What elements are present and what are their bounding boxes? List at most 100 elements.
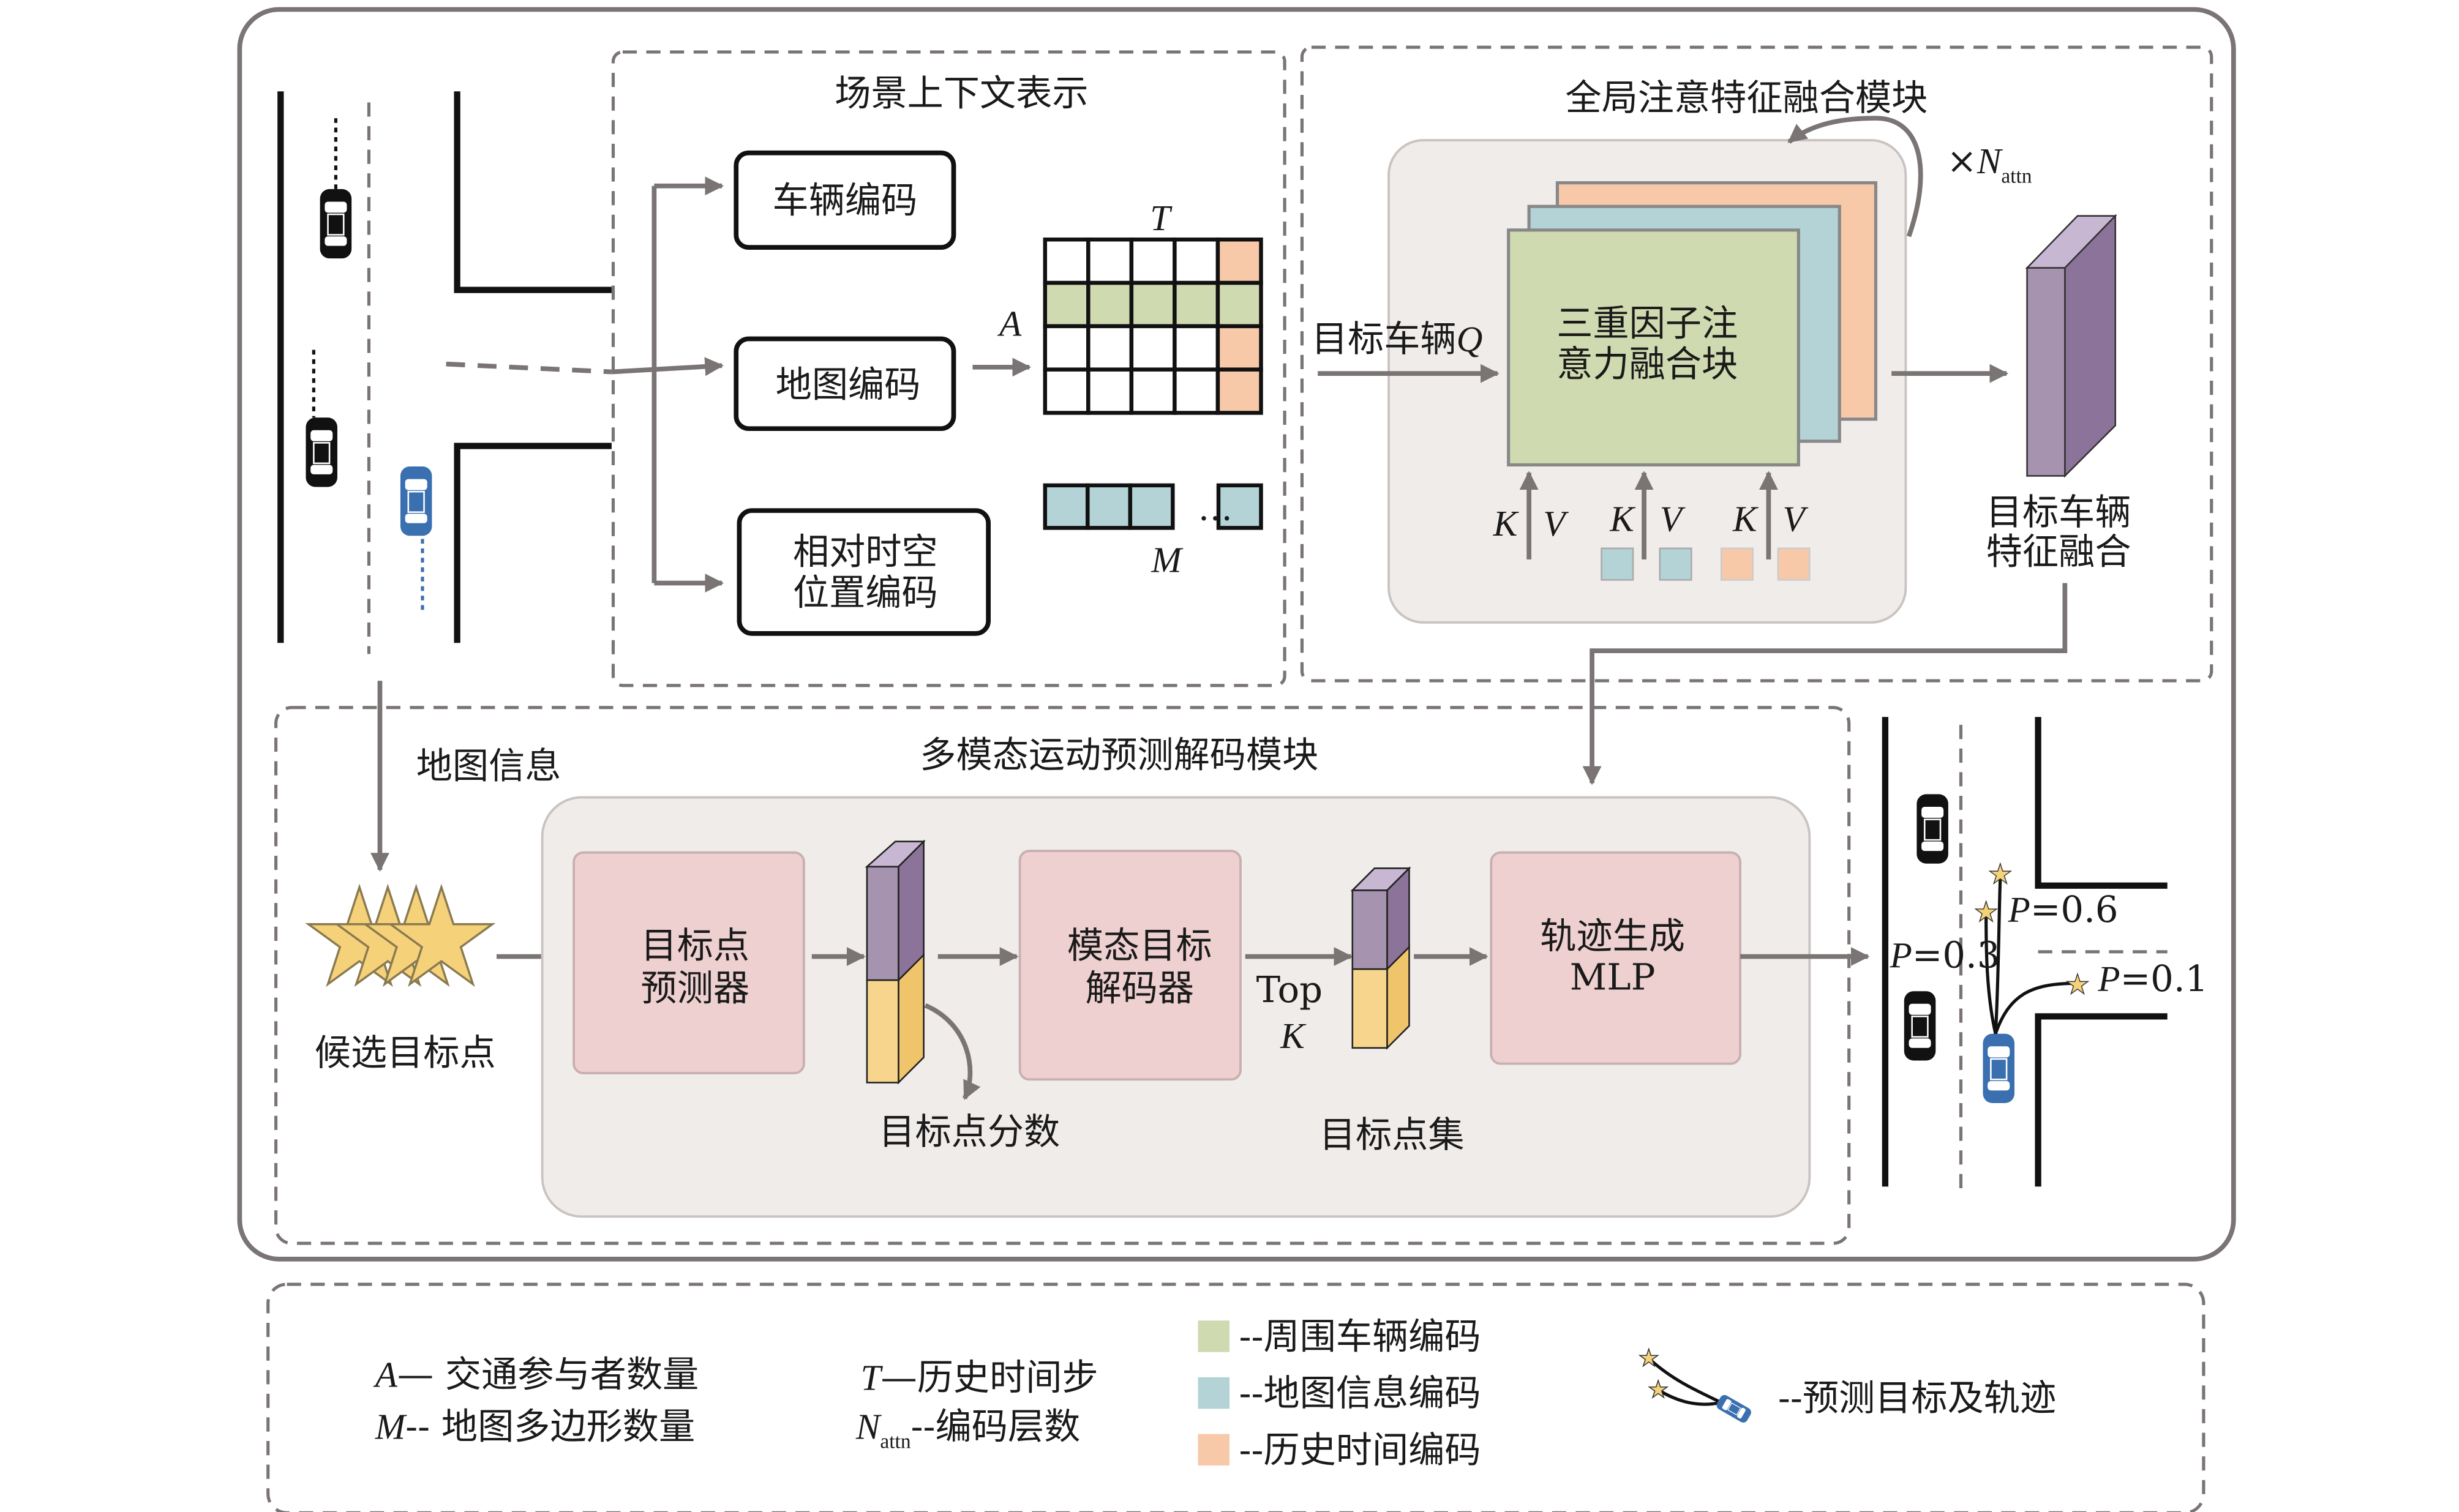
block-label-2: 意力融合块 — [1556, 343, 1738, 385]
grid-cell — [1086, 238, 1134, 285]
relative-position-encoding-block: 相对时空 位置编码 — [737, 508, 991, 636]
top-label: Top — [1256, 968, 1323, 1011]
scores-label: 目标点分数 — [879, 1110, 1060, 1153]
legend-A: A— 交通参与者数量 — [373, 1353, 699, 1395]
target-predictor-block: 目标点 预测器 — [573, 851, 805, 1074]
grid-cell — [1129, 238, 1177, 285]
predictor-label-2: 预测器 — [641, 967, 750, 1009]
block-label-1: 三重因子注 — [1556, 302, 1738, 344]
vehicle-icon — [305, 416, 339, 488]
mode-decoder-label-1: 模态目标 — [1067, 924, 1212, 967]
grid-cell — [1043, 238, 1091, 285]
vehicle-icon — [1903, 990, 1937, 1061]
grid-cell — [1215, 367, 1263, 415]
decoder-title: 多模态运动预测解码模块 — [920, 734, 1318, 776]
legend-swatch-surrounding — [1198, 1320, 1230, 1352]
map-polygon-cell — [1086, 483, 1133, 530]
key-label: K — [1609, 499, 1636, 539]
map-polygon-strip — [1043, 483, 1263, 530]
key-label: K — [1732, 499, 1759, 539]
target-set-prism — [1350, 866, 1411, 1050]
legend-swatch-map — [1198, 1377, 1230, 1409]
mlp-label-1: 轨迹生成 — [1540, 915, 1685, 957]
grid-cell — [1043, 324, 1091, 372]
candidates-label: 候选目标点 — [315, 1031, 496, 1074]
map-encoding-block: 地图编码 — [734, 336, 956, 432]
value-label: V — [1660, 499, 1686, 539]
legend-surrounding: --周围车辆编码 — [1239, 1316, 1481, 1358]
legend-map: --地图信息编码 — [1239, 1372, 1481, 1414]
map-polygon-cell — [1128, 483, 1175, 530]
trajectory-mlp-block: 轨迹生成 MLP — [1490, 851, 1741, 1065]
map-info-label: 地图信息 — [416, 745, 561, 787]
target-star-icon — [2067, 974, 2088, 994]
map-polygon-cell — [1216, 483, 1263, 530]
legend-M: M-- 地图多边形数量 — [375, 1405, 695, 1447]
vehicle-encoding-block: 车辆编码 — [734, 150, 956, 250]
target-set-label: 目标点集 — [1320, 1113, 1465, 1156]
repeat-loop-arrow — [1787, 116, 1923, 238]
vehicle-encoding-label: 车辆编码 — [773, 179, 918, 222]
probability-label: P=0.3 — [1890, 934, 2000, 976]
probability-label: P=0.1 — [2097, 957, 2208, 1000]
map-polygon-cell — [1043, 483, 1090, 530]
trajectory-legend-icon — [1640, 1349, 1754, 1425]
grid-cell — [1215, 238, 1263, 285]
polygon-count-symbol: M — [1151, 539, 1184, 580]
score-prism — [865, 839, 926, 1085]
grid-cell — [1086, 324, 1134, 372]
k-label: K — [1280, 1016, 1307, 1056]
prediction-road-scene — [1882, 717, 2168, 1198]
fused-feature-prism — [2025, 214, 2117, 478]
vehicle-icon — [319, 188, 353, 260]
legend-panel — [266, 1282, 2206, 1512]
grid-cell — [1173, 324, 1220, 372]
value-label: V — [1543, 503, 1569, 544]
grid-cell — [1086, 280, 1134, 329]
global-attention-title: 全局注意特征融合模块 — [1565, 77, 1928, 119]
grid-cell — [1173, 280, 1220, 329]
grid-cell — [1129, 280, 1177, 329]
key-value-inputs: K V K V K V — [1493, 471, 1811, 581]
value-label: V — [1783, 499, 1809, 539]
grid-cell — [1043, 367, 1091, 415]
grid-cell — [1129, 367, 1177, 415]
query-label: 目标车辆Q — [1312, 318, 1483, 360]
grid-cell — [1086, 367, 1134, 415]
rel-pos-label-2: 位置编码 — [793, 572, 938, 614]
agent-count-symbol: A — [997, 303, 1022, 343]
input-road-scene — [277, 91, 612, 654]
outer-frame — [237, 7, 2236, 1262]
legend-swatch-history — [1198, 1434, 1230, 1466]
output-label-1: 目标车辆 — [1986, 491, 2131, 533]
mode-decoder-label-2: 解码器 — [1085, 967, 1194, 1009]
grid-cell — [1173, 238, 1220, 285]
target-vehicle-icon — [1982, 1033, 2016, 1104]
grid-cell — [1173, 367, 1220, 415]
legend-trajectory: --预测目标及轨迹 — [1778, 1377, 2056, 1419]
scene-context-panel — [611, 50, 1286, 687]
legend-T: T—历史时间步 — [861, 1356, 1098, 1398]
legend-N: Nattn--编码层数 — [855, 1405, 1080, 1453]
mlp-label-2: MLP — [1570, 956, 1656, 998]
grid-cell — [1215, 280, 1263, 329]
global-attention-panel — [1300, 45, 2213, 683]
scene-context-title: 场景上下文表示 — [835, 72, 1088, 114]
repeat-count-label: ×Nattn — [1947, 140, 2032, 187]
mode-target-decoder-block: 模态目标 解码器 — [1018, 850, 1242, 1081]
map-encoding-label: 地图编码 — [776, 364, 921, 406]
grid-cell — [1129, 324, 1177, 372]
grid-cell — [1043, 280, 1091, 329]
decoder-panel — [274, 706, 1851, 1245]
target-vehicle-icon — [399, 465, 433, 537]
key-label: K — [1493, 503, 1520, 544]
grid-cell — [1215, 324, 1263, 372]
agent-time-grid — [1043, 238, 1263, 415]
time-step-symbol: T — [1150, 198, 1173, 238]
vehicle-icon — [1916, 793, 1950, 864]
legend-history: --历史时间编码 — [1239, 1429, 1481, 1471]
triple-attention-block — [1507, 228, 1800, 466]
candidate-stars-icon — [309, 887, 492, 984]
predictor-label-1: 目标点 — [641, 924, 750, 967]
